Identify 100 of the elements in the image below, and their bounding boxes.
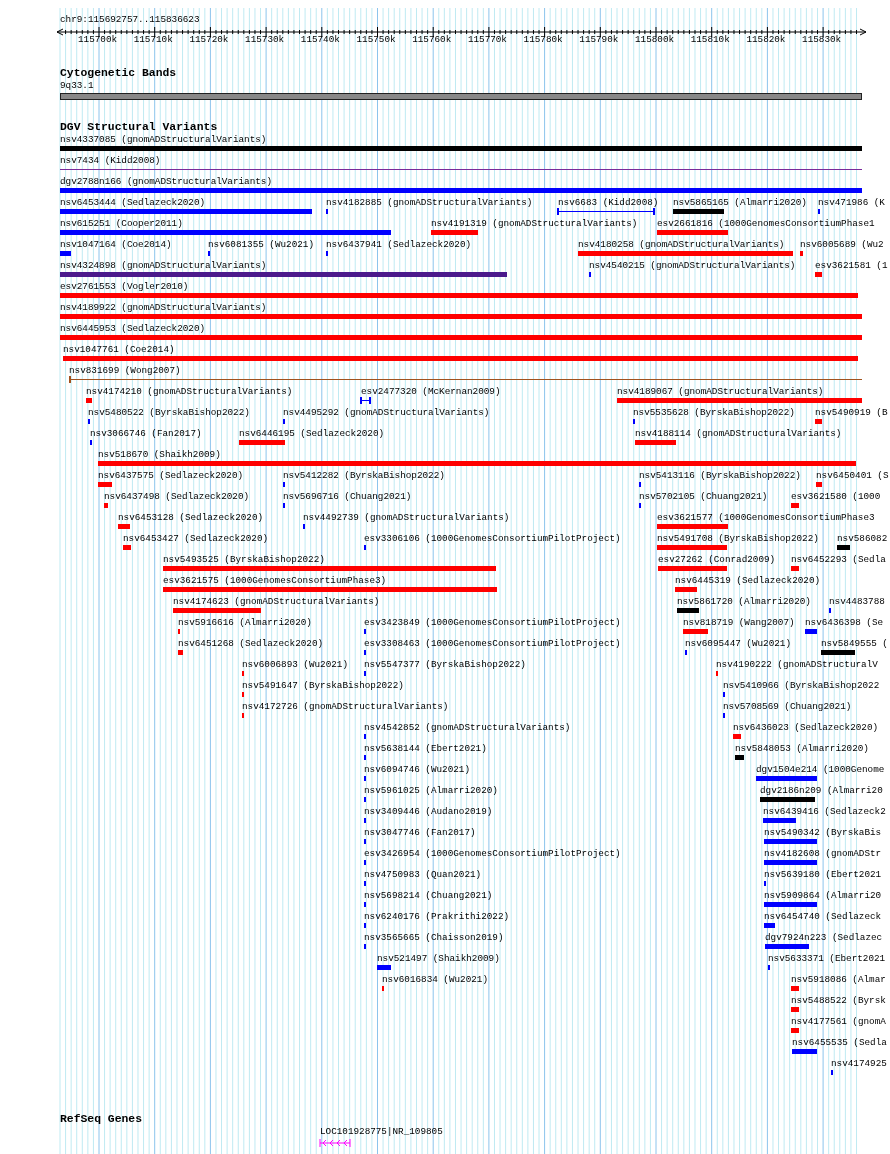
variant-label: nsv3066746 (Fan2017) (90, 428, 202, 440)
variant-label: nsv4542852 (gnomADStructuralVariants) (364, 722, 571, 734)
variant-label: nsv4492739 (gnomADStructuralVariants) (303, 512, 510, 524)
variant-label: esv2661816 (1000GenomesConsortiumPhase1 (657, 218, 875, 230)
variant-label: nsv4189922 (gnomADStructuralVariants) (60, 302, 267, 314)
tick-label: 115730k (245, 34, 285, 46)
variant-label: nsv831699 (Wong2007) (69, 365, 181, 377)
variant-label: nsv5696716 (Chuang2021) (283, 491, 412, 503)
variant-label: nsv6095447 (Wu2021) (685, 638, 791, 650)
variant-label: nsv4174623 (gnomADStructuralVariants) (173, 596, 380, 608)
variant-label: nsv4180258 (gnomADStructuralVariants) (578, 239, 785, 251)
variant-label: nsv6455535 (Sedla (792, 1037, 887, 1049)
tick-label: 115710k (133, 34, 173, 46)
variant-label: esv3621577 (1000GenomesConsortiumPhase3 (657, 512, 875, 524)
variant-label: nsv4174925 (831, 1058, 887, 1070)
variant-label: nsv6451268 (Sedlazeck2020) (178, 638, 324, 650)
tick-label: 115740k (300, 34, 340, 46)
variant-label: nsv4750983 (Quan2021) (364, 869, 482, 881)
variant-label: nsv1047761 (Coe2014) (63, 344, 175, 356)
variant-label: nsv4483788 (829, 596, 885, 608)
variant-label: nsv3565665 (Chaisson2019) (364, 932, 504, 944)
variant-label: esv3621580 (1000 (791, 491, 881, 503)
variant-label: nsv5480522 (ByrskaBishop2022) (88, 407, 250, 419)
variant-label: nsv6240176 (Prakrithi2022) (364, 911, 510, 923)
variant-label: nsv4182885 (gnomADStructuralVariants) (326, 197, 533, 209)
tick-label: 115810k (690, 34, 730, 46)
variant-label: esv2761553 (Vogler2010) (60, 281, 189, 293)
variant-label: nsv586082 (837, 533, 888, 545)
variant-label: nsv4189067 (gnomADStructuralVariants) (617, 386, 824, 398)
tick-label: 115830k (802, 34, 842, 46)
variant-label: nsv6445319 (Sedlazeck2020) (675, 575, 821, 587)
variant-label: nsv5490919 (B (815, 407, 888, 419)
variant-label: nsv521497 (Shaikh2009) (377, 953, 500, 965)
variant-label: esv3621581 (1 (815, 260, 888, 272)
variant-label: nsv5547377 (ByrskaBishop2022) (364, 659, 526, 671)
track-heading: RefSeq Genes (60, 1113, 143, 1125)
tick-label: 115800k (635, 34, 675, 46)
variant-label: esv2477320 (McKernan2009) (361, 386, 501, 398)
variant-label: nsv5412282 (ByrskaBishop2022) (283, 470, 445, 482)
tick-label: 115760k (412, 34, 452, 46)
variant-label: nsv6452293 (Sedla (791, 554, 886, 566)
variant-label: nsv4324898 (gnomADStructuralVariants) (60, 260, 267, 272)
locus-label: chr9:115692757..115836623 (60, 14, 200, 26)
tick-label: 115700k (78, 34, 118, 46)
variant-label: esv3423849 (1000GenomesConsortiumPilotProject) (364, 617, 621, 629)
variant-label: nsv1047164 (Coe2014) (60, 239, 172, 251)
variant-label: nsv615251 (Cooper2011) (60, 218, 183, 230)
variant-label: esv3426954 (1000GenomesConsortiumPilotProject) (364, 848, 621, 860)
variant-label: nsv5633371 (Ebert2021 (768, 953, 886, 965)
variant-label: nsv5413116 (ByrskaBishop2022) (639, 470, 801, 482)
variant-label: nsv6453444 (Sedlazeck2020) (60, 197, 206, 209)
variant-label: nsv5490342 (ByrskaBis (764, 827, 882, 839)
variant-label: nsv818719 (Wang2007) (683, 617, 795, 629)
variant-label: nsv6016834 (Wu2021) (382, 974, 488, 986)
variant-label: esv3308463 (1000GenomesConsortiumPilotProject) (364, 638, 621, 650)
variant-label: nsv5702105 (Chuang2021) (639, 491, 768, 503)
tick-label: 115720k (189, 34, 229, 46)
variant-label: nsv4190222 (gnomADStructuralV (716, 659, 878, 671)
variant-label: nsv5488522 (Byrsk (791, 995, 886, 1007)
variant-label: esv3306106 (1000GenomesConsortiumPilotProject) (364, 533, 621, 545)
variant-label: nsv5916616 (Almarri2020) (178, 617, 312, 629)
variant-label: nsv3409446 (Audano2019) (364, 806, 493, 818)
variant-label: nsv6094746 (Wu2021) (364, 764, 470, 776)
track-heading: Cytogenetic Bands (60, 67, 177, 79)
variant-label: nsv6081355 (Wu2021) (208, 239, 314, 251)
variant-label: nsv5849555 ( (821, 638, 888, 650)
variant-label: nsv4172726 (gnomADStructuralVariants) (242, 701, 449, 713)
band-label: 9q33.1 (60, 80, 94, 92)
variant-label: nsv6006893 (Wu2021) (242, 659, 348, 671)
variant-label: nsv4191319 (gnomADStructuralVariants) (431, 218, 638, 230)
variant-label: nsv5638144 (Ebert2021) (364, 743, 487, 755)
variant-label: nsv4177561 (gnomA (791, 1016, 886, 1028)
variant-label: nsv5961025 (Almarri2020) (364, 785, 498, 797)
variant-label: nsv5639180 (Ebert2021 (764, 869, 882, 881)
variant-label: nsv5918086 (Almar (791, 974, 886, 986)
variant-label: nsv6437941 (Sedlazeck2020) (326, 239, 472, 251)
variant-label: nsv3047746 (Fan2017) (364, 827, 476, 839)
track-heading: DGV Structural Variants (60, 121, 218, 133)
variant-label: nsv6436023 (Sedlazeck2020) (733, 722, 879, 734)
variant-label: nsv5708569 (Chuang2021) (723, 701, 852, 713)
variant-label: nsv6005689 (Wu2 (800, 239, 884, 251)
variant-label: nsv6446195 (Sedlazeck2020) (239, 428, 385, 440)
variant-label: nsv4495292 (gnomADStructuralVariants) (283, 407, 490, 419)
variant-label: dgv2788n166 (gnomADStructuralVariants) (60, 176, 272, 188)
tick-label: 115790k (579, 34, 619, 46)
variant-label: nsv6683 (Kidd2008) (558, 197, 659, 209)
gene-label: LOC101928775|NR_109805 (320, 1126, 443, 1138)
variant-label: nsv518670 (Shaikh2009) (98, 449, 221, 461)
variant-label: nsv6437498 (Sedlazeck2020) (104, 491, 250, 503)
variant-label: nsv6454740 (Sedlazeck (764, 911, 882, 923)
variant-label: dgv1504e214 (1000Genome (756, 764, 885, 776)
variant-label: nsv5493525 (ByrskaBishop2022) (163, 554, 325, 566)
variant-label: nsv5491708 (ByrskaBishop2022) (657, 533, 819, 545)
variant-label: nsv6436398 (Se (805, 617, 884, 629)
variant-label: nsv4174210 (gnomADStructuralVariants) (86, 386, 293, 398)
variant-label: nsv4182608 (gnomADStr (764, 848, 882, 860)
variant-label: nsv471986 (K (818, 197, 885, 209)
variant-label: nsv6453128 (Sedlazeck2020) (118, 512, 264, 524)
variant-label: dgv7924n223 (Sedlazec (765, 932, 883, 944)
variant-label: nsv4337085 (gnomADStructuralVariants) (60, 134, 267, 146)
